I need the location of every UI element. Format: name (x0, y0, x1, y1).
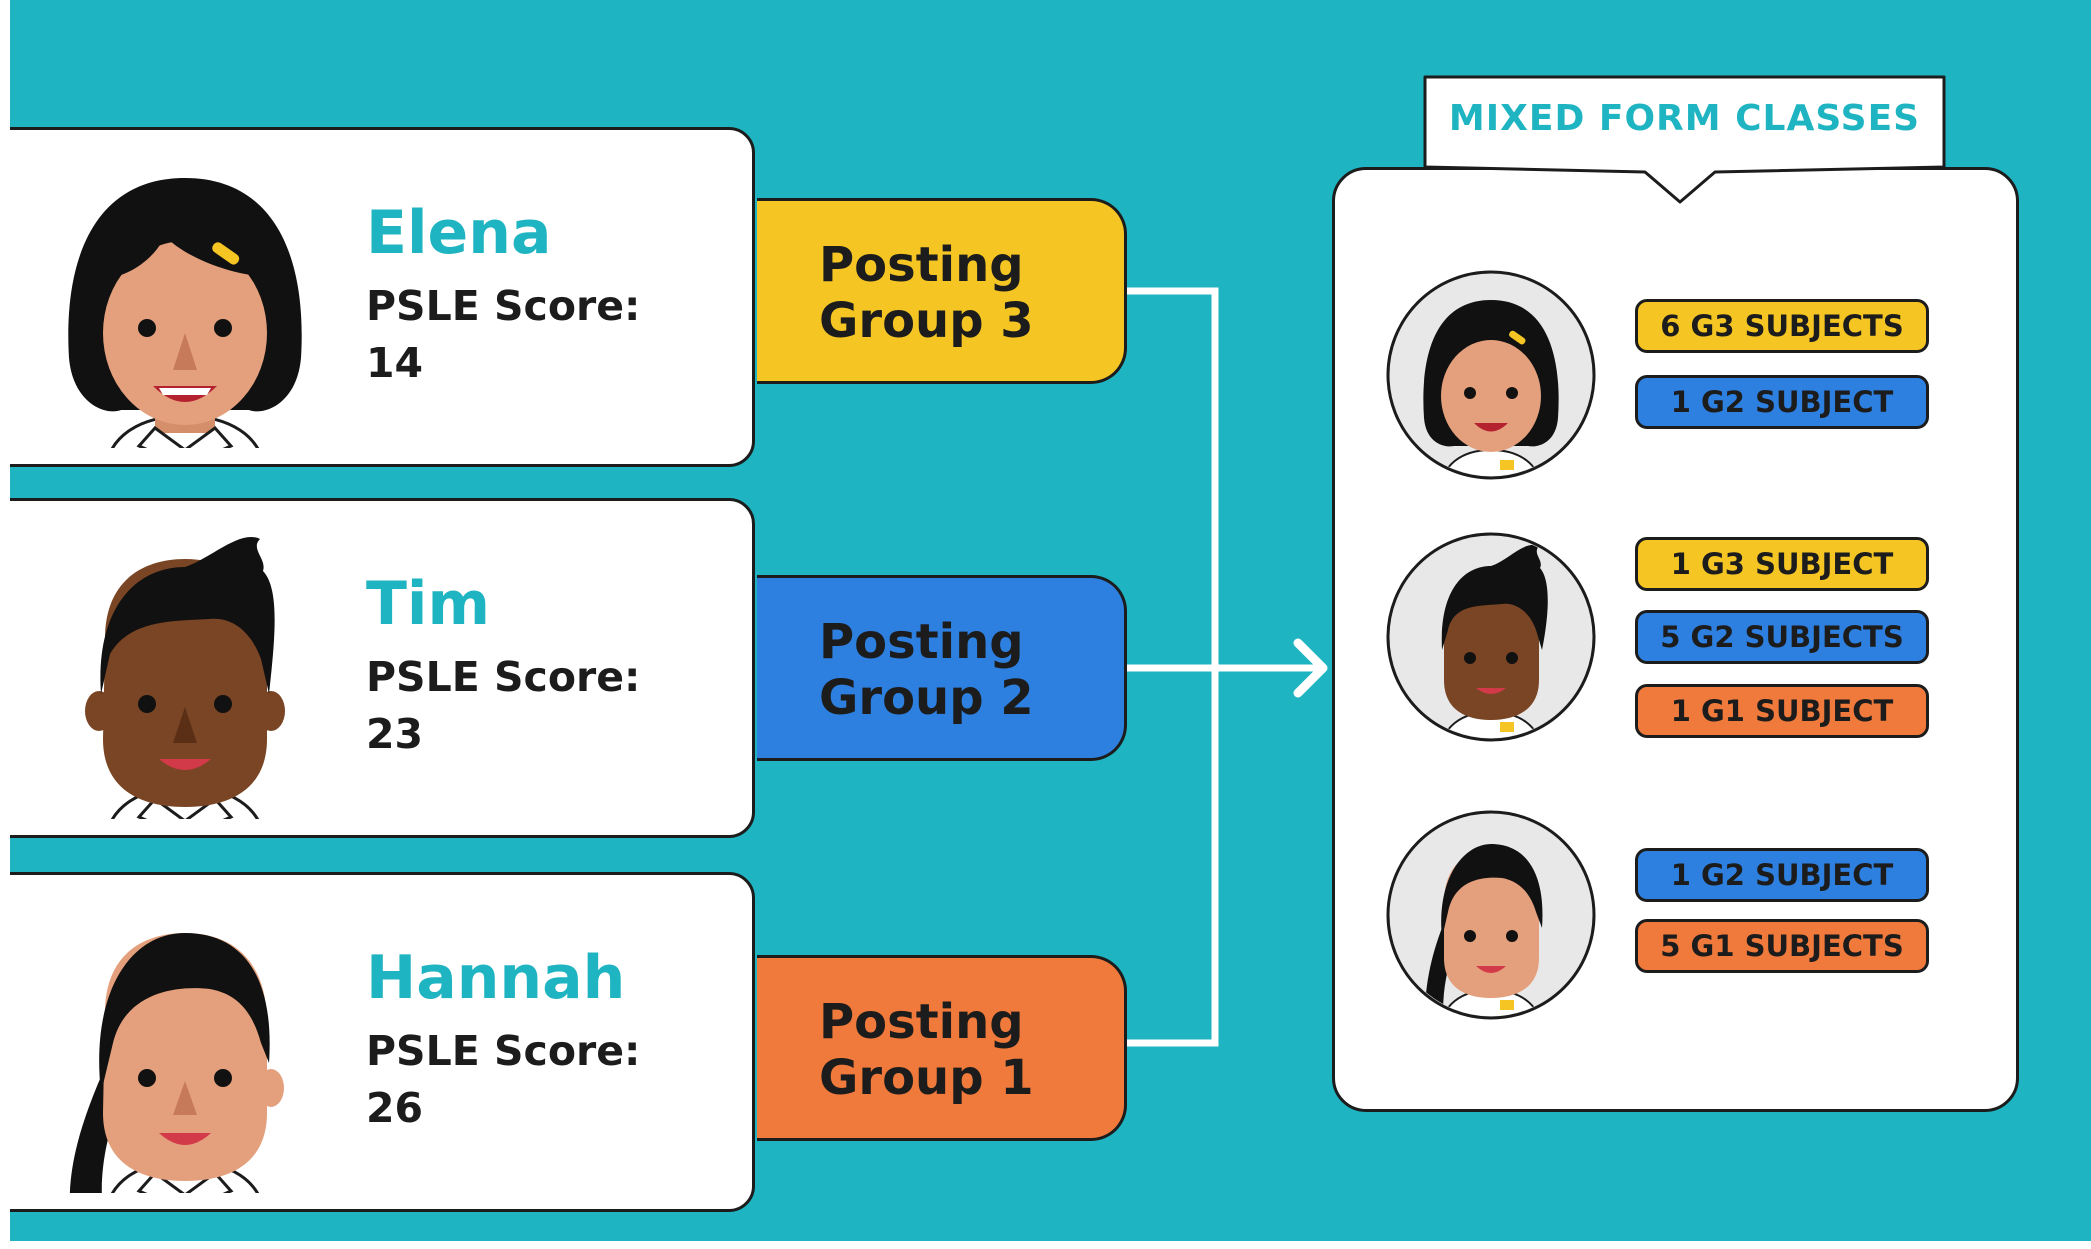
student-card-elena: Elena PSLE Score: 14 (10, 127, 755, 467)
subject-pill: 5 G1 SUBJECTS (1635, 919, 1929, 973)
posting-group-line1: Posting (819, 614, 1024, 670)
posting-group-3: Posting Group 3 (757, 198, 1127, 384)
subject-pill: 6 G3 SUBJECTS (1635, 299, 1929, 353)
posting-group-line2: Group 2 (819, 670, 1034, 726)
psle-score: PSLE Score: 26 (366, 1023, 640, 1137)
student-name: Hannah (366, 943, 626, 1013)
posting-group-2: Posting Group 2 (757, 575, 1127, 761)
subject-pill: 1 G2 SUBJECT (1635, 375, 1929, 429)
psle-score: PSLE Score: 23 (366, 649, 640, 763)
psle-score-label: PSLE Score: (366, 1027, 641, 1075)
student-name: Tim (366, 569, 491, 639)
diagram-stage: Elena PSLE Score: 14 Tim PSLE Score: 23 (10, 0, 2091, 1241)
mixed-form-classes-title: MIXED FORM CLASSES (1448, 98, 1921, 139)
subject-pill: 1 G3 SUBJECT (1635, 537, 1929, 591)
elena-avatar (68, 178, 302, 448)
subject-pill: 1 G1 SUBJECT (1635, 684, 1929, 738)
connector-lines (1123, 287, 1328, 1047)
posting-group-line2: Group 1 (819, 1050, 1034, 1106)
hannah-avatar (69, 933, 284, 1193)
psle-score: PSLE Score: 14 (366, 278, 640, 392)
psle-score-value: 23 (366, 710, 424, 758)
mixed-form-classes-label-shape (1423, 75, 1946, 204)
student-name: Elena (366, 198, 552, 268)
tim-avatar (85, 536, 285, 819)
arrow-head-icon (1293, 638, 1328, 698)
psle-score-label: PSLE Score: (366, 282, 641, 330)
psle-score-value: 14 (366, 339, 424, 387)
subject-pill: 1 G2 SUBJECT (1635, 848, 1929, 902)
posting-group-line1: Posting (819, 994, 1024, 1050)
student-card-tim: Tim PSLE Score: 23 (10, 498, 755, 838)
tim-small-avatar (1386, 532, 1596, 742)
subject-pill: 5 G2 SUBJECTS (1635, 610, 1929, 664)
student-card-hannah: Hannah PSLE Score: 26 (10, 872, 755, 1212)
psle-score-label: PSLE Score: (366, 653, 641, 701)
posting-group-line2: Group 3 (819, 293, 1034, 349)
psle-score-value: 26 (366, 1084, 424, 1132)
posting-group-line1: Posting (819, 237, 1024, 293)
hannah-small-avatar (1386, 810, 1596, 1020)
elena-small-avatar (1386, 270, 1596, 480)
posting-group-1: Posting Group 1 (757, 955, 1127, 1141)
